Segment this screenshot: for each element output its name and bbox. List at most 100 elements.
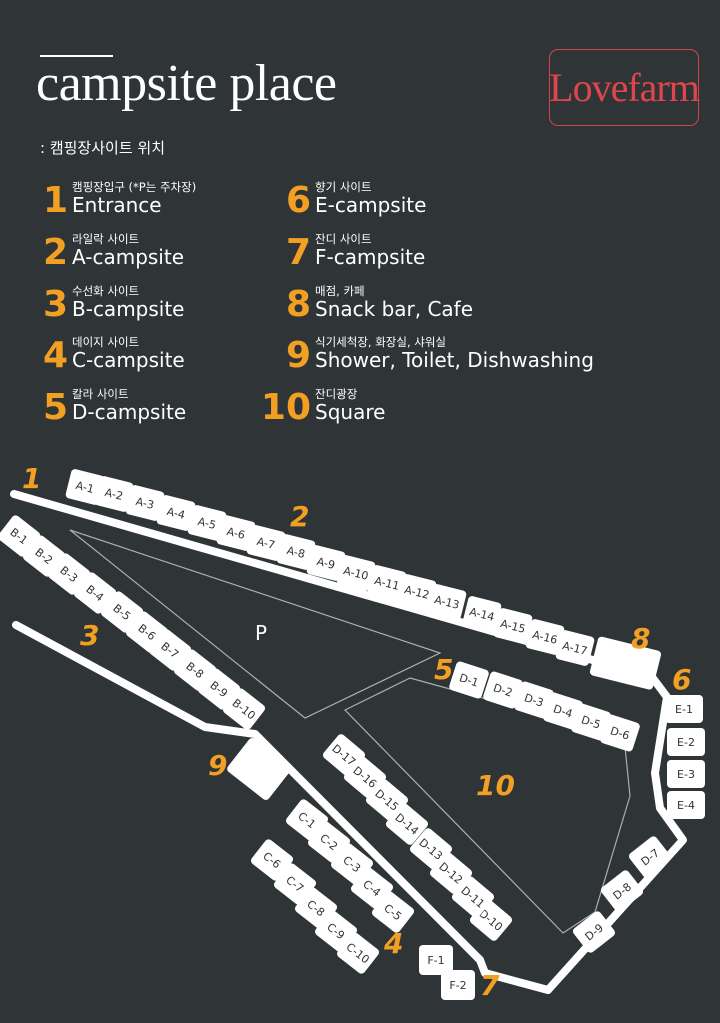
- campsite-lot-shape: [441, 970, 475, 1000]
- campsite-lot-shape: [667, 728, 705, 756]
- legend-english-label: F-campsite: [315, 245, 426, 269]
- legend-english-label: C-campsite: [72, 348, 185, 372]
- campsite-lot-label: A-14: [468, 605, 496, 624]
- campsite-c-10[interactable]: C-10: [335, 931, 380, 976]
- campsite-a-5[interactable]: A-5: [187, 504, 227, 541]
- campsite-a-10[interactable]: A-10: [336, 554, 376, 591]
- map-zone-number-1: 1: [22, 462, 41, 495]
- campsite-e-4[interactable]: E-4: [667, 791, 705, 819]
- campsite-a-9[interactable]: A-9: [306, 544, 346, 581]
- campsite-lot-label: A-1: [74, 479, 95, 496]
- map-zone-number-3: 3: [80, 619, 99, 652]
- campsite-a-16[interactable]: A-16: [525, 618, 565, 655]
- campsite-c-6[interactable]: C-6: [249, 838, 294, 883]
- campsite-e-3[interactable]: E-3: [667, 760, 705, 788]
- campsite-f-1[interactable]: F-1: [419, 945, 453, 975]
- campsite-a-13[interactable]: A-13: [427, 583, 467, 620]
- legend-english-label: E-campsite: [315, 193, 427, 217]
- campsite-a-1[interactable]: A-1: [65, 468, 105, 505]
- campsite-a-6[interactable]: A-6: [216, 514, 256, 551]
- campsite-lot-shape: [543, 692, 583, 730]
- legend-korean-label: 향기 사이트: [315, 180, 372, 194]
- legend-english-label: Entrance: [72, 193, 162, 217]
- map-zone-number-6: 6: [672, 663, 691, 696]
- campsite-d-7[interactable]: D-7: [627, 835, 672, 880]
- campsite-d-5[interactable]: D-5: [570, 702, 612, 741]
- campsite-lot-label: E-3: [677, 768, 695, 781]
- campsite-lot-label: E-4: [677, 799, 695, 812]
- campsite-lot-shape: [322, 734, 366, 776]
- campsite-lot-shape: [65, 469, 105, 505]
- campsite-d-6[interactable]: D-6: [599, 713, 641, 752]
- campsite-lot-shape: [628, 836, 672, 878]
- campsite-lot-shape: [427, 584, 467, 620]
- campsite-e-1[interactable]: E-1: [665, 695, 703, 723]
- campsite-b-5[interactable]: B-5: [99, 590, 144, 635]
- campsite-lot-shape: [100, 591, 144, 633]
- parking-area: [69, 529, 442, 719]
- parking-label: P: [255, 621, 267, 645]
- campsite-lot-shape: [667, 791, 705, 819]
- campsite-a-4[interactable]: A-4: [156, 494, 196, 531]
- campsite-a-11[interactable]: A-11: [367, 564, 407, 601]
- campsite-c-2[interactable]: C-2: [306, 820, 351, 865]
- campsite-a-3[interactable]: A-3: [125, 484, 165, 521]
- campsite-b-9[interactable]: B-9: [196, 667, 241, 712]
- map-zone-number-10: 10: [476, 769, 515, 802]
- campsite-a-15[interactable]: A-15: [493, 607, 533, 644]
- campsite-lot-label: A-3: [134, 495, 155, 512]
- campsite-lot-shape: [336, 555, 376, 591]
- campsite-a-17[interactable]: A-17: [555, 629, 595, 666]
- legend-korean-label: 수선화 사이트: [72, 284, 140, 298]
- campsite-lot-shape: [156, 495, 196, 531]
- campsite-lot-shape: [449, 661, 489, 699]
- legend-korean-label: 식기세척장, 화장실, 샤워실: [315, 335, 447, 349]
- campsite-d-8[interactable]: D-8: [599, 869, 644, 914]
- campsite-d-13[interactable]: D-13: [408, 827, 453, 872]
- campsite-b-3[interactable]: B-3: [46, 552, 91, 597]
- campsite-lot-shape: [600, 870, 644, 912]
- campsite-lot-shape: [419, 945, 453, 975]
- campsite-d-17[interactable]: D-17: [321, 733, 366, 778]
- campsite-c-1[interactable]: C-1: [284, 798, 329, 843]
- campsite-lot-label: D-4: [552, 702, 575, 720]
- campsite-d-9[interactable]: D-9: [571, 910, 616, 955]
- campsite-a-7[interactable]: A-7: [246, 524, 286, 561]
- campsite-lot-label: A-17: [561, 639, 589, 658]
- campsite-b-4[interactable]: B-4: [72, 571, 117, 616]
- campsite-lot-shape: [514, 681, 554, 719]
- campsite-lot-label: A-5: [196, 515, 217, 532]
- campsite-a-8[interactable]: A-8: [276, 533, 316, 570]
- campsite-lot-label: A-13: [433, 593, 461, 612]
- campsite-d-1[interactable]: D-1: [448, 660, 490, 699]
- campsite-f-2[interactable]: F-2: [441, 970, 475, 1000]
- campsite-lot-label: A-6: [225, 525, 246, 542]
- campsite-c-5[interactable]: C-5: [370, 890, 415, 935]
- campsite-a-14[interactable]: A-14: [462, 595, 502, 632]
- campsite-lot-label: A-2: [103, 486, 124, 503]
- west-road: [12, 621, 552, 994]
- campsite-lot-shape: [0, 515, 41, 557]
- campsite-lot-shape: [47, 553, 91, 595]
- campsite-lot-label: A-4: [165, 505, 186, 522]
- campsite-lot-shape: [216, 515, 256, 551]
- campsite-lot-shape: [451, 876, 495, 918]
- campsite-lot-label: A-16: [531, 628, 559, 647]
- legend-korean-label: 라일락 사이트: [72, 232, 140, 246]
- campsite-d-3[interactable]: D-3: [513, 680, 555, 719]
- campsite-b-1[interactable]: B-1: [0, 514, 42, 559]
- campsite-a-2[interactable]: A-2: [94, 475, 134, 512]
- campsite-d-11[interactable]: D-11: [450, 875, 495, 920]
- campsite-lot-shape: [246, 525, 286, 561]
- campsite-e-2[interactable]: E-2: [667, 728, 705, 756]
- campsite-d-2[interactable]: D-2: [482, 670, 524, 709]
- campsite-lot-label: A-15: [499, 617, 527, 636]
- map-zone-number-5: 5: [434, 653, 453, 686]
- campsite-b-7[interactable]: B-7: [147, 628, 192, 673]
- campsite-d-4[interactable]: D-4: [542, 691, 584, 730]
- legend-english-label: Square: [315, 400, 386, 424]
- campsite-lot-shape: [665, 695, 703, 723]
- campsite-a-12[interactable]: A-12: [397, 573, 437, 610]
- campsite-b-10[interactable]: B-10: [221, 687, 266, 732]
